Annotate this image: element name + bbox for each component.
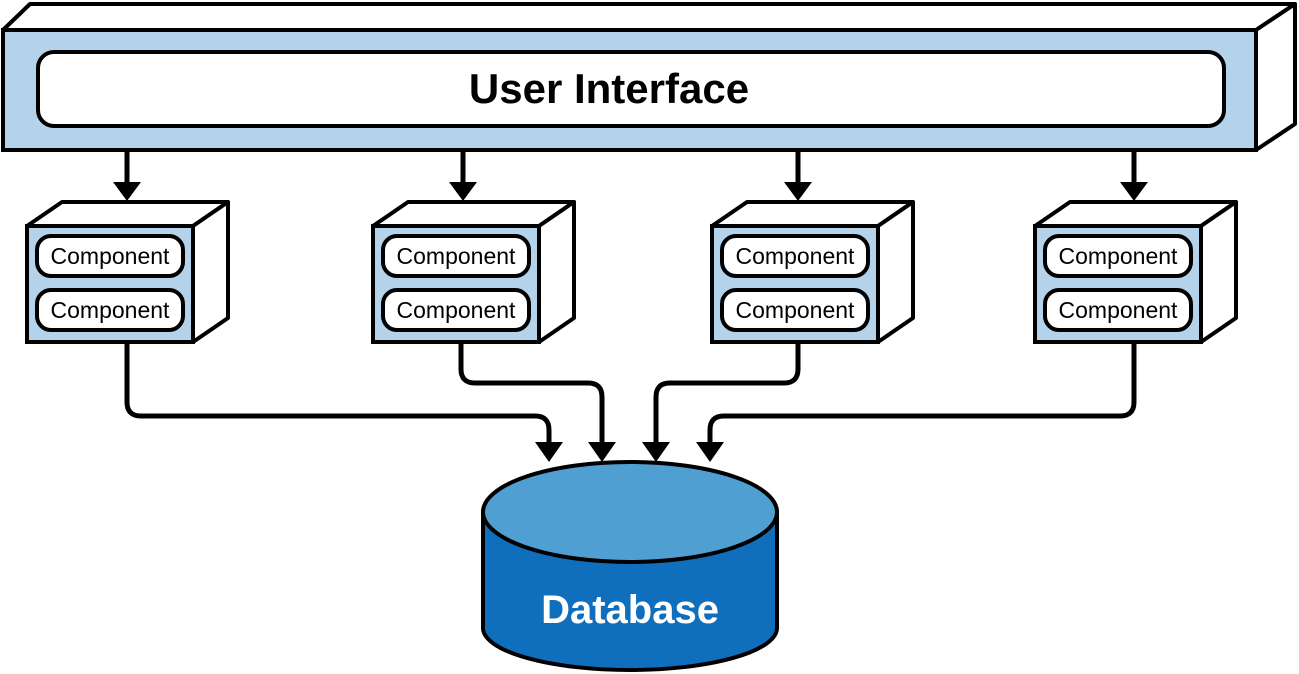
ui-bar-side-face (1254, 2, 1297, 152)
connector-service-1 (124, 342, 552, 444)
connector-service-3 (653, 342, 801, 444)
database-top (481, 460, 779, 564)
arrow-ui-to-service-2 (449, 150, 477, 201)
arrowhead-service-1 (535, 442, 563, 462)
arrowhead-service-3 (642, 442, 670, 462)
service-4-side-face (1199, 200, 1238, 344)
component-box (381, 234, 531, 278)
component-label: Component (51, 243, 171, 269)
ui-label: User Interface (469, 65, 749, 112)
connector-service-2 (458, 342, 605, 444)
component-box (1043, 234, 1193, 278)
database-arrowheads (535, 442, 724, 462)
component-box (720, 234, 870, 278)
component-label: Component (736, 243, 856, 269)
service-2: Component Component (371, 200, 576, 344)
service-1: Component Component (25, 200, 230, 344)
ui-to-service-arrows (113, 150, 1148, 201)
connector-service-4 (707, 342, 1137, 444)
component-label: Component (1059, 297, 1179, 323)
component-box (381, 288, 531, 332)
arrow-ui-to-service-4 (1120, 150, 1148, 201)
component-box (35, 234, 185, 278)
component-label: Component (51, 297, 171, 323)
service-to-database-connectors (124, 342, 1137, 444)
component-label: Component (397, 243, 517, 269)
ui-bar-top-face (1, 2, 1297, 32)
service-4: Component Component (1033, 200, 1238, 344)
component-label: Component (397, 297, 517, 323)
component-label: Component (1059, 243, 1179, 269)
service-3: Component Component (710, 200, 915, 344)
arrowhead-service-4 (696, 442, 724, 462)
service-3-side-face (876, 200, 915, 344)
user-interface-layer: User Interface (1, 2, 1297, 152)
component-box (720, 288, 870, 332)
arrow-ui-to-service-1 (113, 150, 141, 201)
arrowhead-service-2 (588, 442, 616, 462)
component-box (35, 288, 185, 332)
component-box (1043, 288, 1193, 332)
ui-label-box (36, 50, 1226, 128)
service-2-side-face (537, 200, 576, 344)
database-label: Database (541, 588, 719, 632)
arrow-ui-to-service-3 (784, 150, 812, 201)
component-label: Component (736, 297, 856, 323)
service-1-side-face (191, 200, 230, 344)
database: Database (481, 460, 779, 672)
